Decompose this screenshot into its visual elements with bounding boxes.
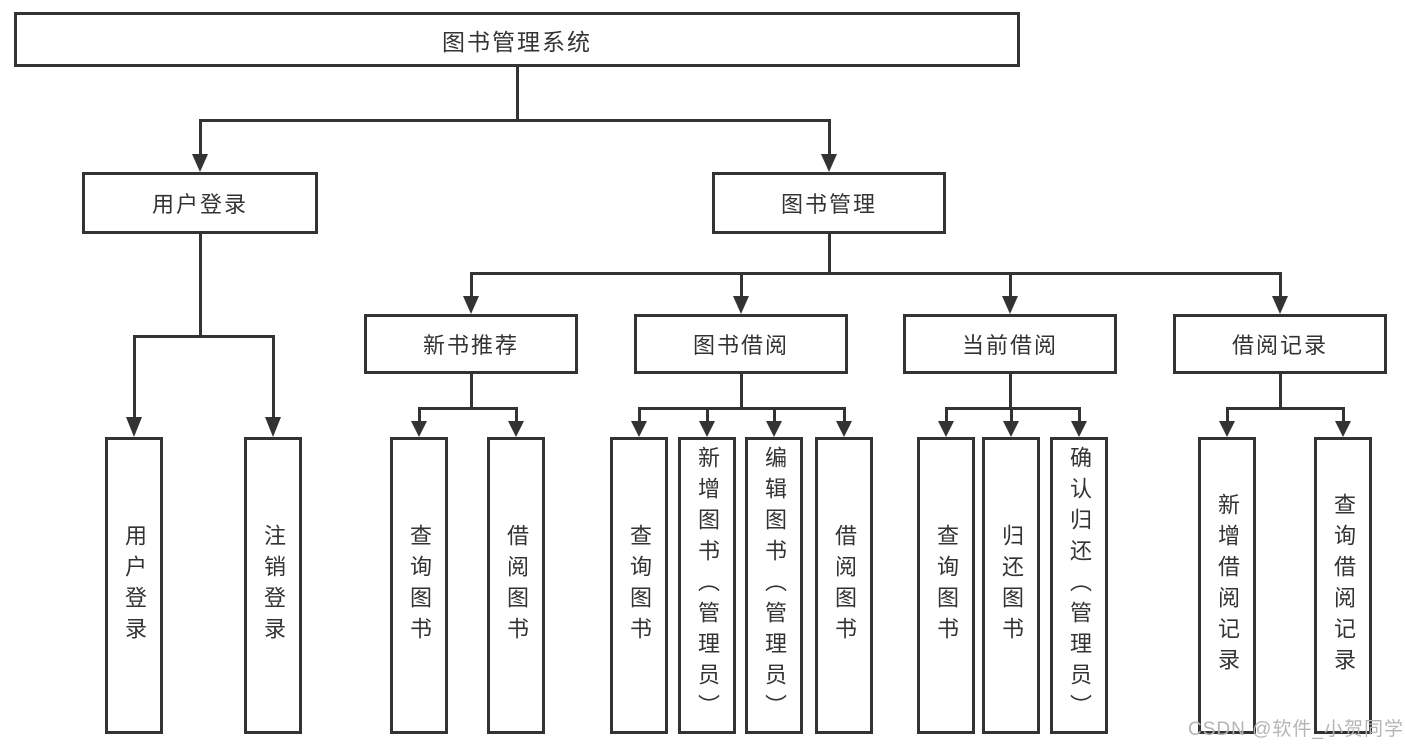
connector-line — [515, 407, 518, 425]
leaf-user-login: 用户登录 — [105, 437, 163, 734]
leaf-edit-book-admin-label: 编辑图书（管理员） — [762, 446, 787, 725]
connector-line — [1279, 374, 1282, 410]
arrow-down-icon — [631, 421, 647, 437]
node-borrowing-records: 借阅记录 — [1173, 314, 1387, 374]
arrow-down-icon — [265, 417, 281, 437]
leaf-borrow-books-borrowing: 借阅图书 — [815, 437, 873, 734]
node-new-book-recommend-label: 新书推荐 — [422, 333, 519, 358]
leaf-query-books-current: 查询图书 — [917, 437, 975, 734]
connector-line — [1078, 407, 1081, 425]
leaf-user-login-label: 用户登录 — [122, 523, 147, 648]
leaf-confirm-return-admin-label: 确认归还（管理员） — [1067, 446, 1092, 725]
node-book-borrowing-label: 图书借阅 — [692, 333, 789, 358]
leaf-logout-label: 注销登录 — [261, 523, 286, 648]
leaf-add-book-admin: 新增图书（管理员） — [678, 437, 736, 734]
connector-line — [740, 374, 743, 410]
connector-line — [470, 272, 1282, 275]
leaf-query-books-borrowing: 查询图书 — [610, 437, 668, 734]
watermark: CSDN @软件_小贺同学 — [1188, 719, 1404, 740]
arrow-down-icon — [733, 296, 749, 314]
connector-line — [1010, 407, 1013, 425]
leaf-borrow-books-recommend-label: 借阅图书 — [504, 523, 529, 648]
node-current-borrowing-label: 当前借阅 — [961, 333, 1058, 358]
connector-line — [516, 66, 519, 120]
leaf-return-book: 归还图书 — [982, 437, 1040, 734]
arrow-down-icon — [1003, 421, 1019, 437]
leaf-logout: 注销登录 — [244, 437, 302, 734]
connector-line — [133, 335, 275, 338]
connector-line — [470, 272, 473, 300]
leaf-borrow-books-borrowing-label: 借阅图书 — [832, 523, 857, 648]
node-user-login-label: 用户登录 — [151, 192, 248, 217]
leaf-add-borrow-record: 新增借阅记录 — [1198, 437, 1256, 734]
connector-line — [945, 407, 1081, 410]
connector-line — [843, 407, 846, 425]
leaf-edit-book-admin: 编辑图书（管理员） — [745, 437, 803, 734]
leaf-confirm-return-admin: 确认归还（管理员） — [1050, 437, 1108, 734]
node-new-book-recommend: 新书推荐 — [364, 314, 578, 374]
arrow-down-icon — [699, 421, 715, 437]
connector-line — [773, 407, 776, 425]
connector-line — [828, 234, 831, 275]
connector-line — [418, 407, 421, 425]
leaf-query-borrow-record-label: 查询借阅记录 — [1331, 492, 1356, 679]
connector-line — [638, 407, 846, 410]
arrow-down-icon — [1071, 421, 1087, 437]
arrow-down-icon — [411, 421, 427, 437]
leaf-query-books-recommend-label: 查询图书 — [407, 523, 432, 648]
arrow-down-icon — [1335, 421, 1351, 437]
leaf-return-book-label: 归还图书 — [999, 523, 1024, 648]
node-root-label: 图书管理系统 — [442, 28, 592, 55]
connector-line — [1279, 272, 1282, 300]
connector-line — [199, 119, 202, 157]
arrow-down-icon — [1272, 296, 1288, 314]
leaf-add-borrow-record-label: 新增借阅记录 — [1215, 492, 1240, 679]
leaf-query-books-current-label: 查询图书 — [934, 523, 959, 648]
connector-line — [1009, 272, 1012, 300]
arrow-down-icon — [766, 421, 782, 437]
node-borrowing-records-label: 借阅记录 — [1231, 333, 1328, 358]
arrow-down-icon — [821, 154, 837, 172]
arrow-down-icon — [463, 296, 479, 314]
connector-line — [1226, 407, 1345, 410]
arrow-down-icon — [1219, 421, 1235, 437]
node-book-borrowing: 图书借阅 — [634, 314, 848, 374]
connector-line — [418, 407, 518, 410]
arrow-down-icon — [836, 421, 852, 437]
connector-line — [199, 119, 831, 122]
node-book-management-label: 图书管理 — [780, 192, 877, 217]
connector-line — [828, 119, 831, 157]
node-root: 图书管理系统 — [14, 12, 1020, 67]
arrow-down-icon — [508, 421, 524, 437]
arrow-down-icon — [126, 417, 142, 437]
connector-line — [133, 335, 136, 421]
arrow-down-icon — [938, 421, 954, 437]
connector-line — [1009, 374, 1012, 410]
connector-line — [945, 407, 948, 425]
node-current-borrowing: 当前借阅 — [903, 314, 1117, 374]
connector-line — [1342, 407, 1345, 425]
leaf-query-borrow-record: 查询借阅记录 — [1314, 437, 1372, 734]
leaf-query-books-recommend: 查询图书 — [390, 437, 448, 734]
node-book-management: 图书管理 — [712, 172, 946, 234]
connector-line — [272, 335, 275, 421]
arrow-down-icon — [1002, 296, 1018, 314]
connector-line — [199, 234, 202, 338]
arrow-down-icon — [192, 154, 208, 172]
leaf-add-book-admin-label: 新增图书（管理员） — [695, 446, 720, 725]
connector-line — [1226, 407, 1229, 425]
connector-line — [638, 407, 641, 425]
node-user-login: 用户登录 — [82, 172, 318, 234]
leaf-borrow-books-recommend: 借阅图书 — [487, 437, 545, 734]
connector-line — [706, 407, 709, 425]
leaf-query-books-borrowing-label: 查询图书 — [627, 523, 652, 648]
connector-line — [740, 272, 743, 300]
connector-line — [470, 374, 473, 410]
